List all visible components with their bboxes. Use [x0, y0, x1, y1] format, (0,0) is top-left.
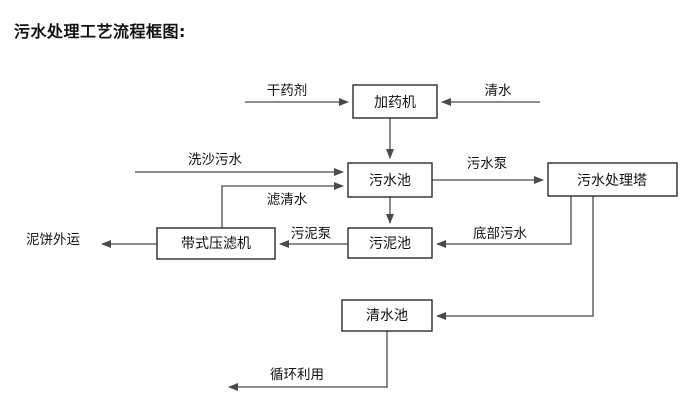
node-label-sewage-pool: 污水池	[369, 173, 411, 189]
edge-label-dry-agent: 干药剂	[267, 83, 308, 99]
edge-label-clean-water: 清水	[485, 83, 512, 99]
edge-wash-sand-sewage: 洗沙污水	[135, 152, 344, 176]
node-belt-filter-press[interactable]: 带式压滤机	[156, 227, 276, 260]
node-label-sludge-pool: 污泥池	[369, 236, 411, 252]
node-sewage-pool[interactable]: 污水池	[347, 162, 433, 198]
edge-label-sludge-pump: 污泥泵	[291, 226, 332, 242]
edge-label-recycle-reuse: 循环利用	[270, 367, 324, 383]
node-treatment-tower[interactable]: 污水处理塔	[547, 162, 678, 197]
edge-sewage-pump: 污水泵	[432, 156, 544, 184]
node-clear-water-pool[interactable]: 清水池	[341, 299, 433, 332]
edge-recycle-reuse: 循环利用	[228, 331, 388, 391]
edge-label-mud-cake-transport: 泥饼外运	[26, 232, 80, 248]
node-label-belt-filter-press: 带式压滤机	[181, 236, 251, 252]
edge-filtrate-clear-water: 滤清水	[221, 182, 344, 228]
page-title: 污水处理工艺流程框图:	[14, 22, 186, 41]
edge-clean-water: 清水	[441, 83, 540, 106]
edge-label-bottom-sewage: 底部污水	[473, 226, 527, 242]
edge-label-filtrate-clear-water: 滤清水	[267, 192, 308, 208]
edge-tower-to-clear-water-pool	[436, 196, 594, 320]
edge-sludge-pump: 污泥泵	[279, 226, 348, 248]
edge-label-wash-sand-sewage: 洗沙污水	[188, 152, 242, 168]
edge-bottom-sewage: 底部污水	[436, 196, 572, 248]
node-sludge-pool[interactable]: 污泥池	[347, 227, 433, 259]
node-dosing-machine[interactable]: 加药机	[352, 84, 438, 119]
node-label-clear-water-pool: 清水池	[366, 308, 408, 324]
edge-dry-agent: 干药剂	[245, 83, 349, 106]
node-label-treatment-tower: 污水处理塔	[577, 173, 647, 189]
edge-label-sewage-pump: 污水泵	[467, 156, 508, 172]
edge-mud-cake-transport: 泥饼外运	[26, 232, 157, 248]
node-label-dosing-machine: 加药机	[374, 95, 416, 111]
